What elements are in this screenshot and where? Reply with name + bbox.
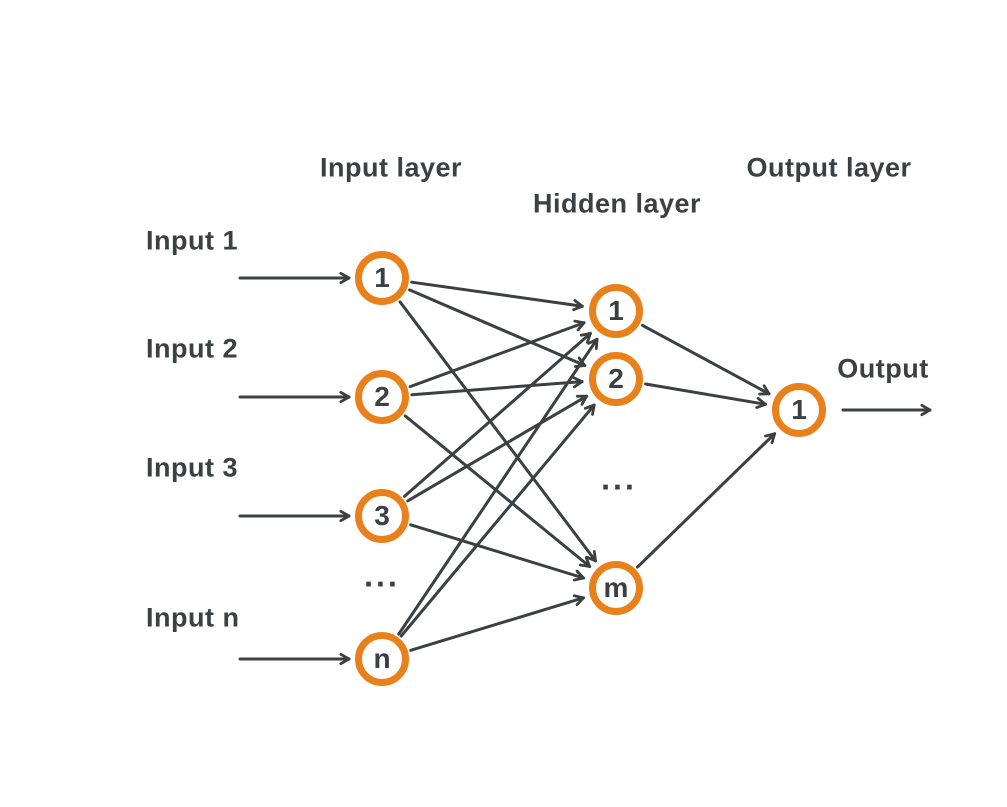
node-label: 3 <box>374 500 390 531</box>
edge-input-3-to-hidden-m <box>409 523 586 582</box>
edge-input-n-to-hidden-2 <box>399 403 596 638</box>
node-label: 2 <box>374 381 390 412</box>
edge-input-2-to-hidden-m <box>403 414 592 569</box>
input-label-2: Input 2 <box>146 333 238 364</box>
node-label: 1 <box>791 394 807 425</box>
hidden-node-m: m <box>589 561 643 615</box>
node-label: n <box>373 643 391 674</box>
input-label-3: Input 3 <box>146 452 238 483</box>
layer-title-input: Input layer <box>319 152 463 183</box>
ellipsis-input: ... <box>364 557 400 594</box>
edge-group <box>238 271 932 666</box>
edge-input-n-to-hidden-m <box>409 594 585 652</box>
input-node-2: 2 <box>355 370 409 424</box>
edge-input-3-to-hidden-1 <box>403 331 592 498</box>
hidden-node-2: 2 <box>589 352 643 406</box>
layer-title-hidden: Hidden layer <box>532 188 702 219</box>
edge-input-2-to-hidden-2 <box>410 376 584 397</box>
input-node-1: 1 <box>355 251 409 305</box>
input-node-3: 3 <box>355 489 409 543</box>
input-label-4: Input n <box>146 602 240 633</box>
output-label: Output <box>837 353 929 384</box>
hidden-node-1: 1 <box>589 284 643 338</box>
edge-input-1-to-hidden-m <box>398 300 598 563</box>
edge-input-1-to-hidden-1 <box>410 280 584 312</box>
node-label: 2 <box>608 363 624 394</box>
input-node-n: n <box>355 632 409 686</box>
node-label: 1 <box>374 262 390 293</box>
node-label: 1 <box>608 295 624 326</box>
node-label: m <box>603 572 629 603</box>
layer-title-output: Output layer <box>746 152 912 183</box>
edge-input-n-to-hidden-1 <box>397 337 599 636</box>
edge-input-1-to-hidden-2 <box>408 288 587 368</box>
edge-hidden-m-to-output-1 <box>636 432 777 569</box>
edge-hidden-1-to-output-1 <box>640 323 771 396</box>
ellipsis-hidden: ... <box>601 460 637 497</box>
edge-hidden-2-to-output-1 <box>644 382 767 409</box>
input-label-1: Input 1 <box>146 225 238 256</box>
edge-input-2-to-hidden-1 <box>408 319 586 389</box>
edge-input-3-to-hidden-2 <box>406 394 589 503</box>
output-node-1: 1 <box>772 383 826 437</box>
